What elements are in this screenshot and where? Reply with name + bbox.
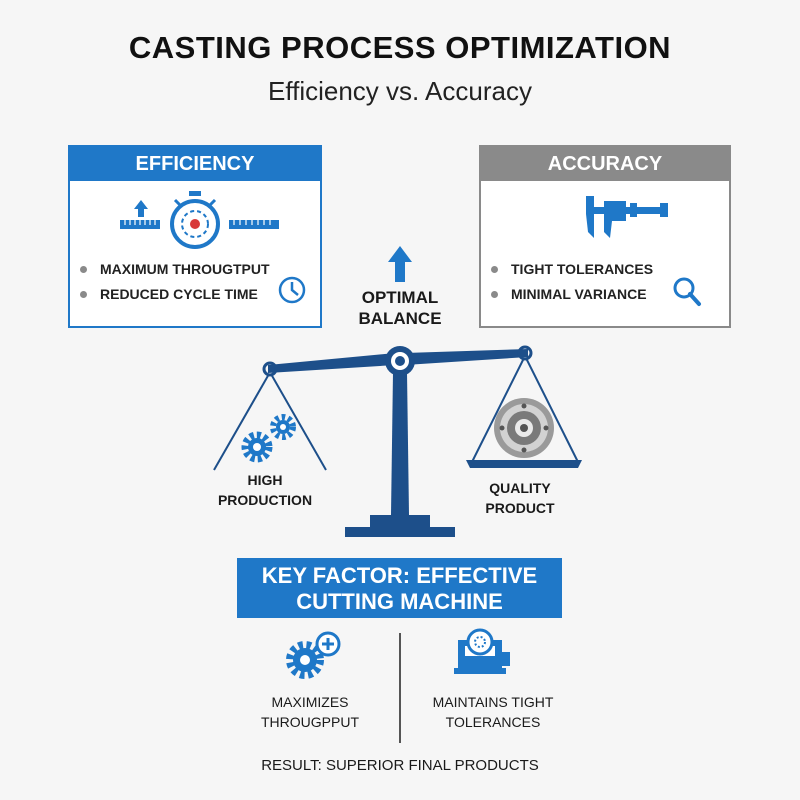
- result-text: RESULT: SUPERIOR FINAL PRODUCTS: [261, 757, 539, 774]
- caliper-icon: [586, 196, 668, 238]
- stopwatch-icon: [170, 191, 220, 249]
- divider: [399, 633, 401, 743]
- cutting-machine-icon: [454, 628, 510, 674]
- key-factor-line: KEY FACTOR: EFFECTIVE: [261, 563, 538, 588]
- accuracy-bullet: TIGHT TOLERANCES: [489, 257, 653, 282]
- gear-plus-icon: [286, 631, 341, 679]
- efficiency-bullet: REDUCED CYCLE TIME: [78, 282, 270, 307]
- maximizes-throughput-label: MAXIMIZES THROUGPPUT: [261, 694, 359, 730]
- efficiency-bullet-list: MAXIMUM THROUGTPUT REDUCED CYCLE TIME: [78, 257, 270, 307]
- key-factor-banner: KEY FACTOR: EFFECTIVE CUTTING MACHINE: [237, 558, 562, 618]
- accuracy-bullet: MINIMAL VARIANCE: [489, 282, 653, 307]
- quality-product-label: QUALITY PRODUCT: [485, 480, 555, 516]
- machined-part-icon: [494, 398, 554, 458]
- page-title: CASTING PROCESS OPTIMIZATION: [128, 30, 672, 65]
- ruler-icon: [120, 220, 160, 229]
- accuracy-panel-title: ACCURACY: [481, 147, 729, 181]
- ruler-icon: [229, 220, 279, 229]
- optimal-balance-label: OPTIMAL BALANCE: [358, 288, 442, 328]
- accuracy-bullet-list: TIGHT TOLERANCES MINIMAL VARIANCE: [489, 257, 653, 307]
- up-arrow-icon: [134, 200, 148, 217]
- gears-icon: [241, 414, 296, 463]
- clock-icon: [278, 276, 306, 304]
- high-production-label: HIGH PRODUCTION: [217, 472, 313, 508]
- efficiency-panel-title: EFFICIENCY: [70, 147, 320, 181]
- key-factor-line: CUTTING MACHINE: [296, 589, 503, 614]
- efficiency-panel: EFFICIENCY MAXIMUM THROUGTPUT REDUCED CY…: [68, 145, 322, 328]
- up-arrow-icon: [388, 246, 412, 282]
- maintains-tolerances-label: MAINTAINS TIGHT TOLERANCES: [432, 694, 554, 730]
- balance-scale-icon: [213, 345, 582, 537]
- magnifier-icon: [673, 277, 701, 306]
- efficiency-bullet: MAXIMUM THROUGTPUT: [78, 257, 270, 282]
- accuracy-panel: ACCURACY TIGHT TOLERANCES MINIMAL VARIAN…: [479, 145, 731, 328]
- page-subtitle: Efficiency vs. Accuracy: [268, 76, 532, 106]
